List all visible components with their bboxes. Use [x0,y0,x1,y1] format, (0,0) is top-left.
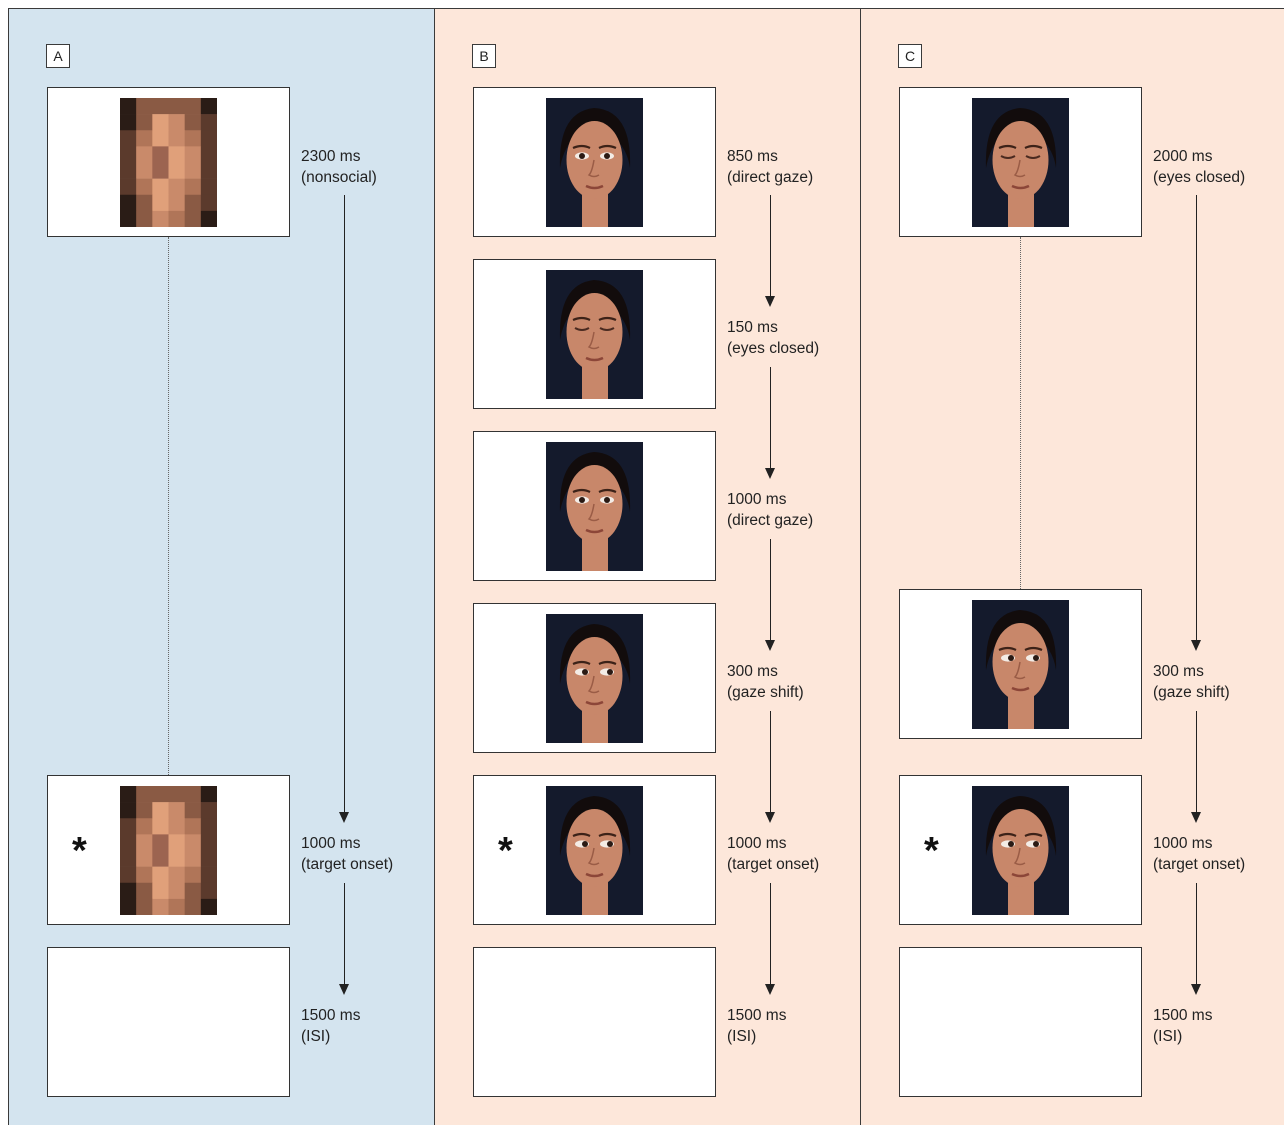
target-asterisk: * [498,830,513,872]
timing-direct-gaze-2: 1000 ms (direct gaze) [727,489,813,531]
timing-description: (ISI) [301,1028,331,1045]
down-arrow [765,711,776,823]
down-arrow [1191,711,1202,823]
stimulus-frame-target: * [473,775,716,925]
timing-duration: 1000 ms [727,835,787,852]
panel-label-c: C [898,44,922,68]
timing-description: (ISI) [727,1028,757,1045]
timing-description: (direct gaze) [727,169,814,186]
timing-duration: 1500 ms [301,1007,361,1024]
timing-eyes-closed: 150 ms (eyes closed) [727,317,819,359]
timing-duration: 2300 ms [301,148,361,165]
face-gaze-shift-image [972,600,1069,729]
timing-duration: 850 ms [727,148,778,165]
panel-label-b: B [472,44,496,68]
timing-gaze-shift: 300 ms (gaze shift) [1153,661,1230,703]
timing-direct-gaze: 850 ms (direct gaze) [727,146,813,188]
stimulus-frame-nonsocial [47,87,290,237]
stimulus-frame-direct-gaze [473,87,716,237]
timing-target-onset: 1000 ms (target onset) [301,833,393,875]
timing-nonsocial: 2300 ms (nonsocial) [301,146,377,188]
target-asterisk: * [924,830,939,872]
face-gaze-shift-image [546,614,643,743]
down-arrow [765,883,776,995]
down-arrow [765,539,776,651]
stimulus-frame-eyes-closed [473,259,716,409]
timing-target-onset: 1000 ms (target onset) [1153,833,1245,875]
face-direct-gaze-image [546,98,643,227]
stimulus-frame-gaze-shift [473,603,716,753]
timing-duration: 1000 ms [727,491,787,508]
timing-description: (gaze shift) [1153,684,1230,701]
dotted-connector [1020,237,1021,589]
timing-description: (target onset) [301,856,394,873]
face-direct-gaze-image [546,442,643,571]
timing-duration: 1000 ms [301,835,361,852]
panel-a: A 2300 ms (nonsocial) * 1000 ms (target … [8,8,435,1125]
timing-description: (eyes closed) [727,340,820,357]
timing-description: (direct gaze) [727,512,814,529]
down-arrow [1191,195,1202,651]
stimulus-frame-gaze-shift [899,589,1142,739]
down-arrow [765,195,776,307]
stimulus-frame-isi [899,947,1142,1097]
timing-isi: 1500 ms (ISI) [301,1005,360,1047]
stimulus-frame-target: * [47,775,290,925]
pixelated-face-image [120,786,217,915]
timing-duration: 1000 ms [1153,835,1213,852]
timing-duration: 1500 ms [727,1007,787,1024]
timing-description: (ISI) [1153,1028,1183,1045]
panel-b: B 850 ms (direct gaze) 150 ms (eyes clos… [434,8,861,1125]
timing-gaze-shift: 300 ms (gaze shift) [727,661,804,703]
face-eyes-closed-image [972,98,1069,227]
timing-duration: 1500 ms [1153,1007,1213,1024]
down-arrow [339,883,350,995]
stimulus-frame-isi [47,947,290,1097]
down-arrow [1191,883,1202,995]
down-arrow [339,195,350,823]
down-arrow [765,367,776,479]
timing-description: (eyes closed) [1153,169,1246,186]
face-gaze-shift-image [972,786,1069,915]
timing-description: (target onset) [1153,856,1246,873]
timing-description: (nonsocial) [301,169,377,186]
timing-target-onset: 1000 ms (target onset) [727,833,819,875]
timing-duration: 150 ms [727,319,778,336]
timing-isi: 1500 ms (ISI) [1153,1005,1212,1047]
stimulus-frame-direct-gaze-2 [473,431,716,581]
timing-duration: 300 ms [1153,663,1204,680]
face-gaze-shift-image [546,786,643,915]
timing-duration: 2000 ms [1153,148,1213,165]
panel-label-a: A [46,44,70,68]
pixelated-face-image [120,98,217,227]
stimulus-frame-target: * [899,775,1142,925]
dotted-connector [168,237,169,775]
timing-eyes-closed: 2000 ms (eyes closed) [1153,146,1245,188]
stimulus-frame-eyes-closed [899,87,1142,237]
face-eyes-closed-image [546,270,643,399]
target-asterisk: * [72,830,87,872]
panel-c: C 2000 ms (eyes closed) 300 ms (gaze shi… [860,8,1284,1125]
timing-isi: 1500 ms (ISI) [727,1005,786,1047]
timing-duration: 300 ms [727,663,778,680]
timing-description: (gaze shift) [727,684,804,701]
timing-description: (target onset) [727,856,820,873]
stimulus-frame-isi [473,947,716,1097]
